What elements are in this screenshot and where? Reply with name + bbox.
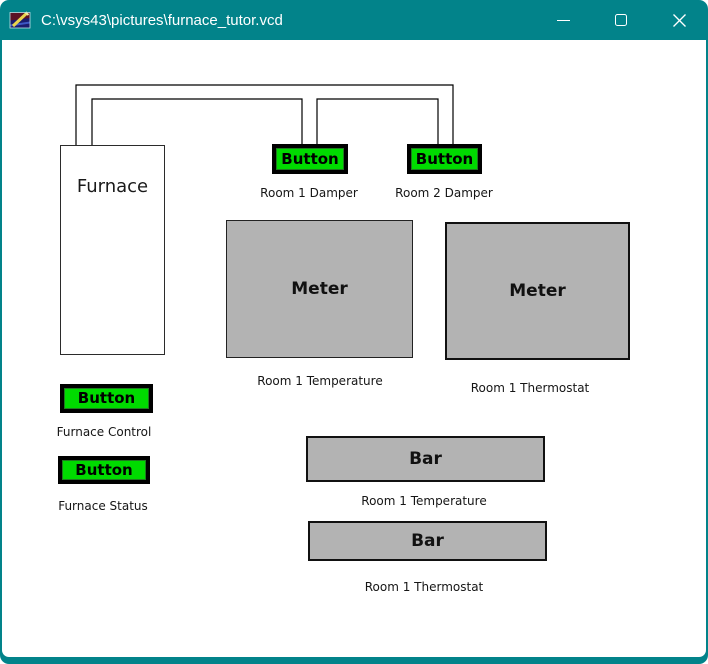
wire-room1-to-room2-damper bbox=[316, 98, 439, 144]
maximize-button[interactable] bbox=[592, 0, 650, 40]
furnace-control-button[interactable]: Button bbox=[60, 384, 153, 413]
room1-damper-button[interactable]: Button bbox=[272, 144, 348, 174]
maximize-icon bbox=[615, 14, 627, 26]
room1-temperature-bar-caption: Room 1 Temperature bbox=[361, 494, 487, 508]
minimize-icon bbox=[556, 19, 570, 21]
app-icon bbox=[9, 9, 31, 31]
room1-thermostat-bar-caption: Room 1 Thermostat bbox=[364, 580, 484, 594]
room1-thermostat-bar[interactable]: Bar bbox=[308, 521, 547, 561]
close-button[interactable] bbox=[650, 0, 708, 40]
room1-temperature-meter[interactable]: Meter bbox=[226, 220, 413, 358]
room1-thermostat-meter-caption: Room 1 Thermostat bbox=[470, 381, 590, 395]
room1-damper-button-label: Button bbox=[281, 149, 339, 168]
room2-damper-button-label: Button bbox=[415, 149, 474, 168]
room1-damper-caption: Room 1 Damper bbox=[260, 186, 358, 200]
meter-label: Meter bbox=[291, 279, 348, 299]
wire-furnace-to-room2-damper bbox=[75, 84, 454, 145]
canvas: Furnace Button Room 1 Damper Button Room… bbox=[2, 40, 706, 657]
furnace-control-button-label: Button bbox=[77, 389, 136, 407]
room2-damper-button[interactable]: Button bbox=[407, 144, 482, 174]
furnace-status-caption: Furnace Status bbox=[58, 499, 148, 513]
furnace-status-button[interactable]: Button bbox=[58, 456, 150, 484]
close-icon bbox=[672, 13, 686, 27]
minimize-button[interactable] bbox=[534, 0, 592, 40]
bar-label: Bar bbox=[411, 531, 444, 551]
bar-label: Bar bbox=[409, 449, 442, 469]
furnace-label: Furnace bbox=[76, 176, 149, 197]
furnace-symbol[interactable]: Furnace bbox=[60, 145, 165, 355]
room1-temperature-bar[interactable]: Bar bbox=[306, 436, 545, 482]
meter-label: Meter bbox=[509, 281, 566, 301]
wire-furnace-to-room1-damper bbox=[91, 98, 303, 145]
room1-thermostat-meter[interactable]: Meter bbox=[445, 222, 630, 360]
room2-damper-caption: Room 2 Damper bbox=[395, 186, 493, 200]
furnace-control-caption: Furnace Control bbox=[56, 425, 152, 439]
window-title: C:\vsys43\pictures\furnace_tutor.vcd bbox=[41, 11, 283, 29]
titlebar: C:\vsys43\pictures\furnace_tutor.vcd bbox=[0, 0, 708, 40]
caption-buttons bbox=[534, 0, 708, 40]
room1-temperature-meter-caption: Room 1 Temperature bbox=[257, 374, 383, 388]
furnace-status-button-label: Button bbox=[75, 460, 133, 479]
